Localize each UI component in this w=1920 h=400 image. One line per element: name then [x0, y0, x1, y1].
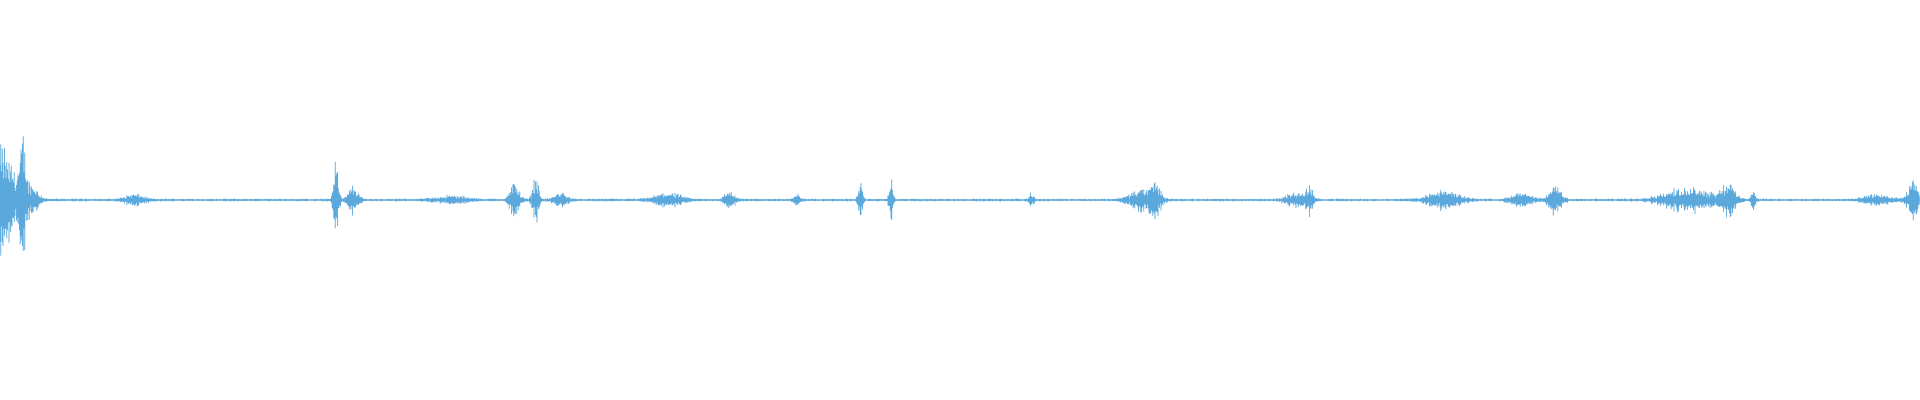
- waveform-trace: [0, 136, 1920, 256]
